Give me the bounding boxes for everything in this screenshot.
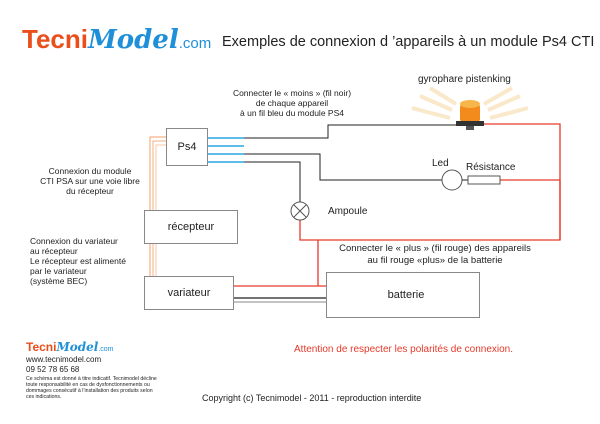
variateur-box: variateur — [144, 276, 234, 310]
batterie-box: batterie — [326, 272, 480, 318]
footer-phone: 09 52 78 65 68 — [26, 365, 80, 374]
logo-part2: Model — [87, 25, 179, 55]
note-plus: Connecter le « plus » (fil rouge) des ap… — [339, 243, 531, 266]
gyrophare-label: gyrophare pistenking — [418, 74, 511, 85]
led-icon — [441, 169, 463, 191]
note-module: Connexion du module CTI PSA sur une voie… — [40, 166, 140, 196]
page-title: Exemples de connexion d ’appareils à un … — [222, 34, 595, 50]
note-polarity: Attention de respecter les polarités de … — [294, 344, 514, 355]
footer-disclaimer: Ce schéma est donné à titre indicatif. T… — [26, 376, 157, 400]
logo-footer: TecniModel.com — [26, 340, 114, 354]
logo-part3: .com — [178, 35, 212, 52]
recepteur-box: récepteur — [144, 210, 238, 244]
resistance-label: Résistance — [466, 162, 516, 173]
recepteur-label: récepteur — [167, 221, 215, 233]
logo-header: TecniModel.com — [22, 24, 211, 55]
note-variateur: Connexion du variateur au récepteur Le r… — [30, 236, 126, 286]
ps4-module-box: Ps4 — [166, 128, 208, 166]
footer-website: www.tecnimodel.com — [26, 355, 102, 364]
batterie-label: batterie — [387, 289, 425, 301]
ps4-label: Ps4 — [177, 141, 197, 153]
red-plus-wires — [299, 123, 561, 286]
footer-copyright: Copyright (c) Tecnimodel - 2011 - reprod… — [202, 393, 422, 403]
led-label: Led — [432, 158, 449, 169]
ampoule-label: Ampoule — [328, 206, 368, 217]
logo-part1: Tecni — [22, 24, 88, 54]
ampoule-icon — [290, 201, 310, 221]
resistance-icon — [467, 175, 501, 185]
note-moins: Connecter le « moins » (fil noir) de cha… — [232, 88, 352, 118]
ps4-blue-wires — [206, 137, 244, 163]
variateur-label: variateur — [167, 287, 211, 299]
gyrophare-icon — [411, 86, 529, 130]
